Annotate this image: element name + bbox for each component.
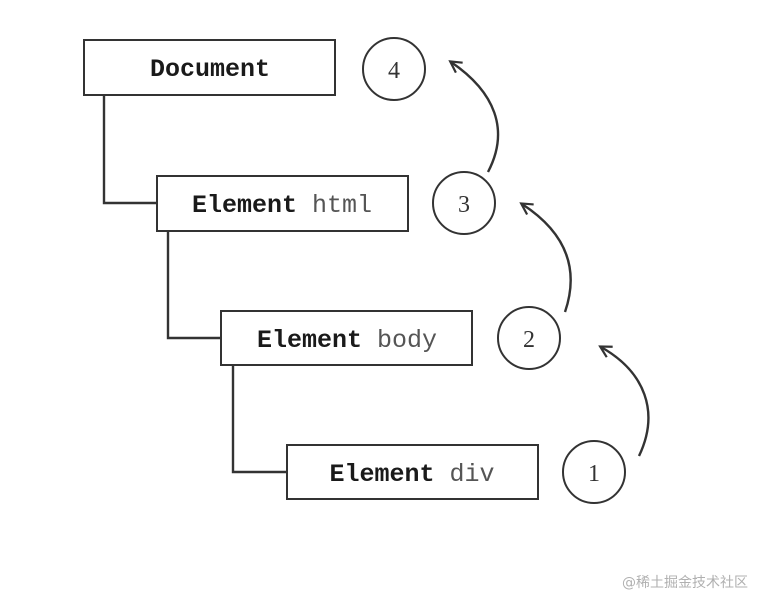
step-circle-3: 3 — [432, 171, 496, 235]
arrow-3-to-4 — [451, 62, 500, 173]
svg-text:Element body: Element body — [257, 326, 437, 355]
node-body-box — [220, 310, 473, 366]
step-circle-1: 1 — [562, 440, 626, 504]
node-html-tag: html — [312, 191, 372, 220]
node-div-tag: div — [450, 460, 495, 489]
connector-html-body — [166, 231, 221, 340]
watermark: @稀土掘金技术社区 — [622, 575, 748, 591]
node-body-type: Element — [257, 326, 362, 355]
propagation-arrows — [451, 62, 650, 457]
step-number-4: 4 — [388, 58, 400, 84]
step-number-3: 3 — [458, 192, 470, 218]
arrow-1-to-2 — [601, 347, 650, 457]
arrow-2-to-3 — [522, 204, 572, 313]
node-document: Document — [83, 39, 336, 96]
svg-text:Document: Document — [150, 55, 270, 84]
step-circle-4: 4 — [362, 37, 426, 101]
node-body-tag: body — [377, 326, 437, 355]
tree-connectors — [102, 95, 287, 474]
step-circle-2: 2 — [497, 306, 561, 370]
node-html: Element html — [156, 175, 409, 232]
node-html-type: Element — [192, 191, 297, 220]
node-div: Element div — [286, 444, 539, 500]
connector-document-html — [102, 95, 157, 205]
node-document-box — [83, 39, 336, 96]
node-html-box — [156, 175, 409, 232]
connector-body-div — [231, 365, 287, 474]
node-body: Element body — [220, 310, 473, 366]
step-number-2: 2 — [523, 327, 535, 353]
node-div-type: Element — [329, 460, 434, 489]
node-document-type: Document — [150, 55, 270, 84]
svg-text:Element html: Element html — [192, 191, 372, 220]
svg-text:Element div: Element div — [329, 460, 494, 489]
step-number-1: 1 — [588, 461, 600, 487]
node-div-box — [286, 444, 539, 500]
